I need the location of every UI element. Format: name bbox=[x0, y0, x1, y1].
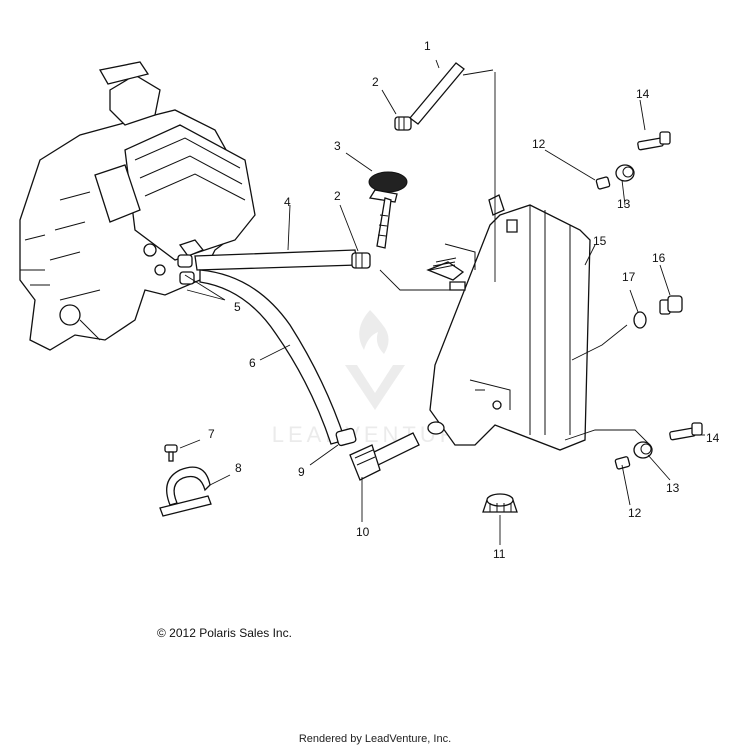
callout-label: 10 bbox=[356, 525, 370, 539]
part-8-bracket bbox=[159, 466, 212, 517]
callout-label: 1 bbox=[424, 39, 431, 53]
callout-label: 13 bbox=[617, 197, 631, 211]
leader-lines bbox=[179, 59, 705, 545]
part-12-spacer-upper bbox=[595, 176, 611, 190]
part-10-elbow-fitting bbox=[349, 432, 420, 481]
callout-label: 15 bbox=[593, 234, 607, 248]
part-7-screw bbox=[164, 444, 178, 462]
part-11-drain-plug bbox=[482, 493, 518, 513]
callout-label: 17 bbox=[622, 270, 636, 284]
copyright-notice: © 2012 Polaris Sales Inc. bbox=[157, 626, 292, 640]
part-14-bolt-lower bbox=[669, 422, 703, 441]
part-15-oil-tank bbox=[426, 194, 591, 451]
callout-label: 2 bbox=[334, 189, 341, 203]
callout-label: 7 bbox=[208, 427, 215, 441]
part-13-grommet-upper bbox=[615, 164, 635, 182]
part-14-bolt-upper bbox=[637, 131, 671, 151]
chevron-logo-icon bbox=[345, 365, 405, 410]
callout-label: 3 bbox=[334, 139, 341, 153]
callout-label: 13 bbox=[666, 481, 680, 495]
callout-label: 14 bbox=[636, 87, 650, 101]
part-16-fitting bbox=[659, 295, 683, 315]
callout-label: 12 bbox=[532, 137, 546, 151]
part-13-grommet-lower bbox=[633, 441, 653, 459]
part-5-clamps bbox=[177, 254, 195, 285]
part-9-clamp bbox=[335, 427, 357, 447]
callout-label: 4 bbox=[284, 195, 291, 209]
engine-assembly bbox=[19, 61, 256, 351]
callout-label: 12 bbox=[628, 506, 642, 520]
callout-label: 16 bbox=[652, 251, 666, 265]
callout-label: 2 bbox=[372, 75, 379, 89]
part-2-clamp-lower bbox=[351, 252, 371, 269]
part-1-breather-tube bbox=[409, 62, 465, 125]
callout-label: 9 bbox=[298, 465, 305, 479]
part-6-hose bbox=[199, 269, 346, 445]
callout-label: 5 bbox=[234, 300, 241, 314]
callout-label: 6 bbox=[249, 356, 256, 370]
part-12-spacer-lower bbox=[614, 456, 631, 470]
callout-labels: 1 2 3 2 4 5 6 7 8 9 10 11 12 13 14 15 16… bbox=[208, 39, 720, 561]
part-4-hose bbox=[194, 249, 358, 271]
callout-label: 11 bbox=[493, 547, 506, 561]
callout-label: 8 bbox=[235, 461, 242, 475]
callout-label: 14 bbox=[706, 431, 720, 445]
part-17-washer bbox=[633, 311, 647, 329]
part-3-filler-cap-dipstick bbox=[368, 171, 408, 249]
part-2-clamp-upper bbox=[394, 116, 412, 131]
flame-icon bbox=[359, 310, 389, 354]
rendered-by-footer: Rendered by LeadVenture, Inc. bbox=[298, 733, 452, 745]
